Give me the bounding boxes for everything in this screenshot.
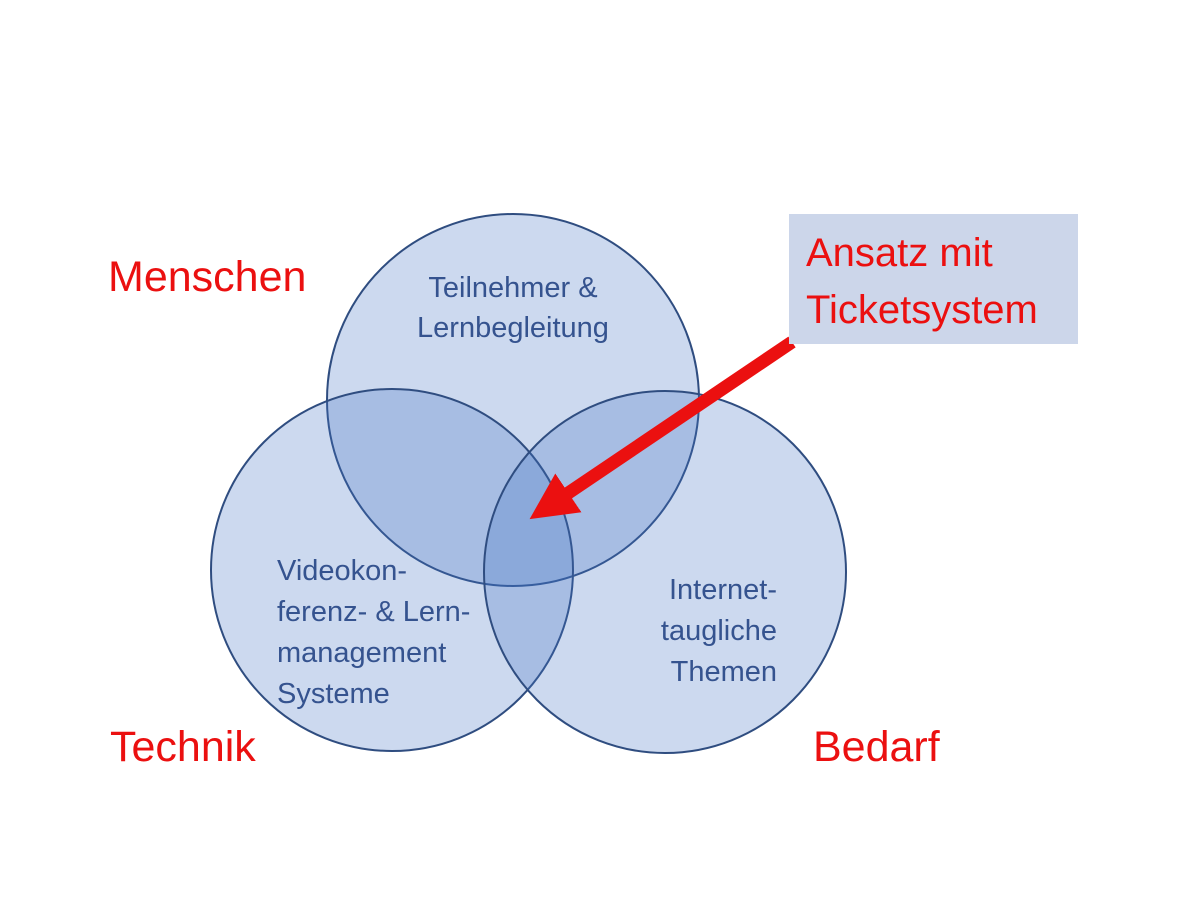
circle-label-line: taugliche <box>660 615 777 647</box>
callout-box: Ansatz mit Ticketsystem <box>789 214 1078 344</box>
circle-label-menschen: Teilnehmer & Lernbegleitung <box>363 268 663 348</box>
circle-label-bedarf: Internet- taugliche Themen <box>557 570 777 693</box>
circle-label-line: Internet- <box>669 574 777 606</box>
outer-label-menschen: Menschen <box>108 253 307 301</box>
callout-arrow <box>529 336 796 520</box>
circle-label-line: ferenz- & Lern- <box>277 596 471 628</box>
venn-circle-technik <box>210 388 574 752</box>
circle-label-line: Teilnehmer & <box>428 272 598 304</box>
callout-line: Ansatz mit <box>806 231 993 275</box>
circle-label-line: Lernbegleitung <box>417 312 609 344</box>
circle-label-line: Videokon- <box>277 555 408 587</box>
circle-label-line: Systeme <box>277 678 390 710</box>
callout-line: Ticketsystem <box>806 288 1038 332</box>
outer-label-bedarf: Bedarf <box>813 723 940 771</box>
circle-label-line: Themen <box>670 656 777 688</box>
circle-label-line: management <box>277 637 447 669</box>
circle-label-technik: Videokon- ferenz- & Lern- management Sys… <box>277 551 517 715</box>
outer-label-technik: Technik <box>110 723 256 771</box>
